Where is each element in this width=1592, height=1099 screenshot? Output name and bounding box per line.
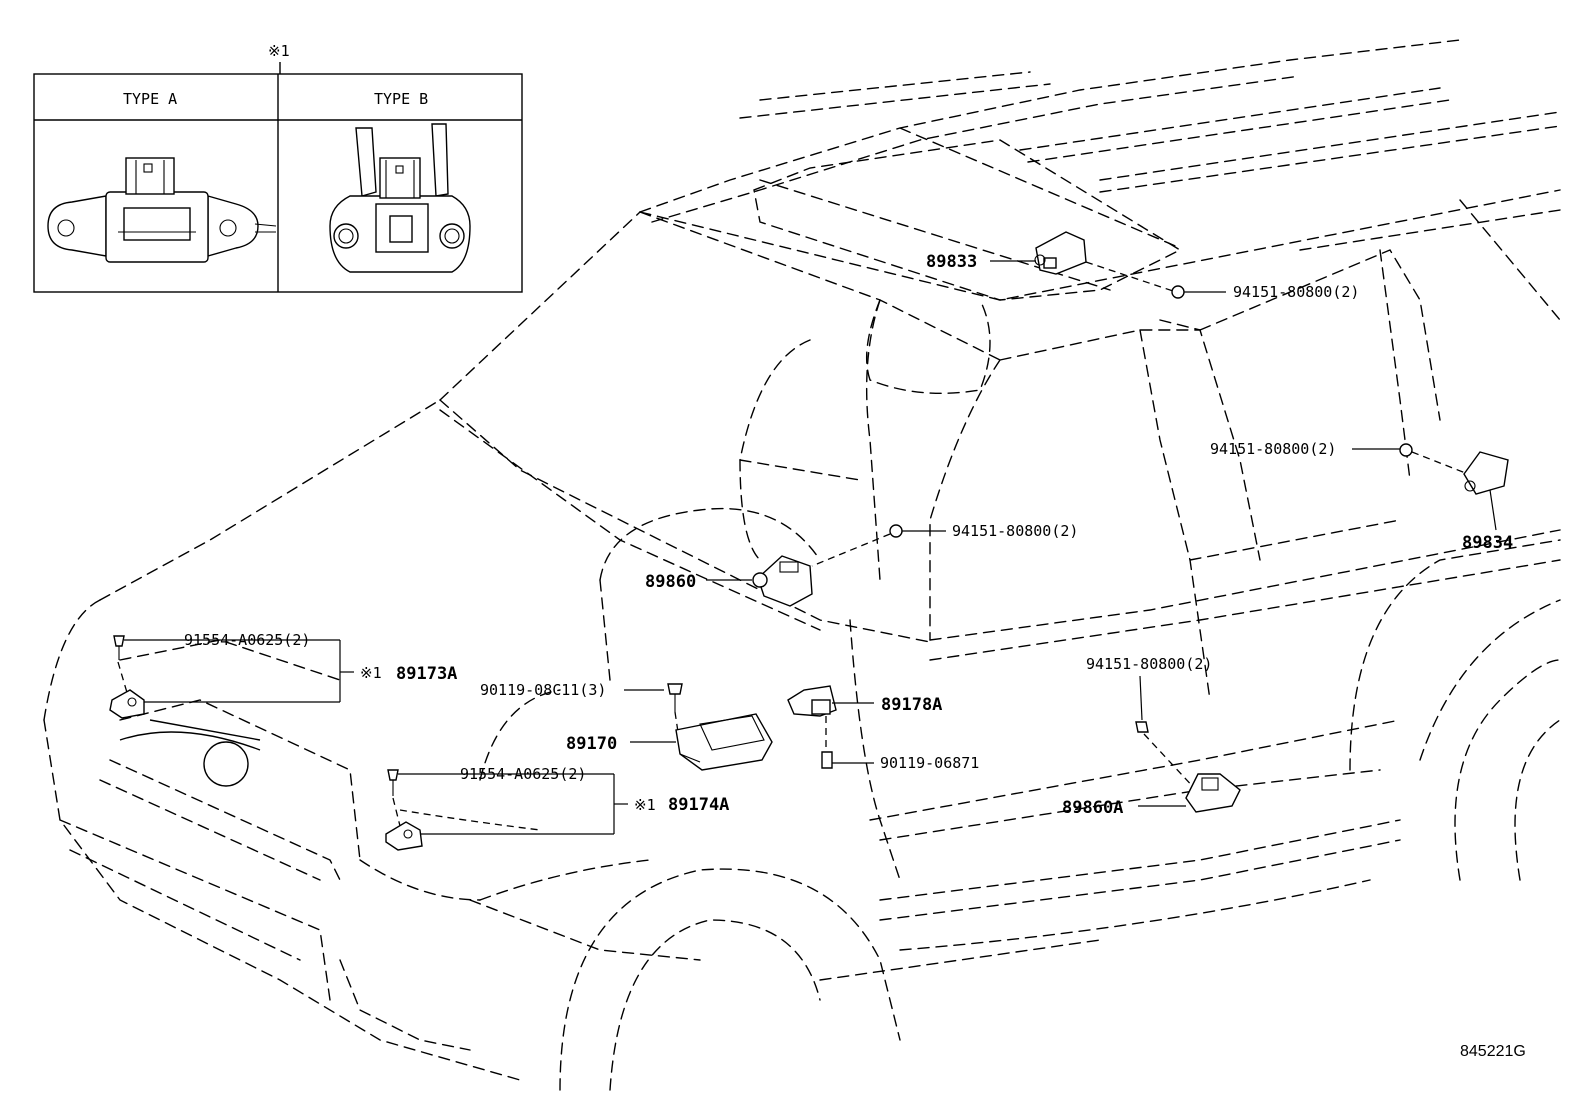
part-89860: 89860 [645, 555, 813, 607]
legend-type-b-header: TYPE B [374, 90, 428, 108]
label-89178A: 89178A [881, 695, 942, 715]
label-89834: 89834 [1462, 533, 1513, 553]
label-89860A: 89860A [1062, 798, 1123, 818]
label-91554-a: 91554-A0625(2) [184, 631, 310, 649]
vehicle-outline [43, 39, 1561, 1091]
label-94151-low: 94151-80800(2) [1086, 655, 1212, 673]
label-89170: 89170 [566, 734, 617, 754]
part-89174A: ※1 89174A [385, 774, 729, 851]
part-89834: 89834 [1462, 451, 1513, 553]
label-94151-right: 94151-80800(2) [1210, 440, 1336, 458]
type-a-sensor-icon [47, 157, 277, 263]
label-94151-mid: 94151-80800(2) [952, 522, 1078, 540]
label-89173A: 89173A [396, 664, 457, 684]
label-90119-06871: 90119-06871 [880, 754, 979, 772]
marker-89174A: ※1 [634, 796, 656, 814]
label-89860: 89860 [645, 572, 696, 592]
label-94151-top: 94151-80800(2) [1233, 283, 1359, 301]
part-90119-06871: 90119-06871 [821, 751, 979, 772]
part-94151-top: 94151-80800(2) [1171, 283, 1359, 301]
type-legend-box: ※1 TYPE A TYPE B [33, 42, 523, 293]
part-89173A: ※1 89173A [109, 640, 457, 719]
part-89860A: 89860A [1062, 773, 1241, 818]
label-91554-b: 91554-A0625(2) [460, 765, 586, 783]
label-90119-08C11: 90119-08C11(3) [480, 681, 606, 699]
part-94151-right: 94151-80800(2) [1210, 440, 1469, 475]
type-b-sensor-icon [329, 123, 471, 273]
label-89174A: 89174A [668, 795, 729, 815]
part-89833: 89833 [926, 231, 1177, 293]
part-91554-a: 91554-A0625(2) [113, 631, 340, 697]
label-89833: 89833 [926, 252, 977, 272]
legend-type-a-header: TYPE A [123, 90, 177, 108]
part-94151-mid: 94151-80800(2) [811, 522, 1078, 567]
part-94151-low: 94151-80800(2) [1086, 655, 1212, 791]
marker-89173A: ※1 [360, 664, 382, 682]
part-90119-08C11: 90119-08C11(3) [480, 681, 683, 733]
part-89178A: 89178A [787, 685, 942, 748]
part-91554-b: 91554-A0625(2) [387, 765, 614, 827]
figure-reference: 845221G [1460, 1043, 1526, 1060]
legend-marker: ※1 [268, 42, 290, 60]
part-89170: 89170 [566, 713, 773, 771]
